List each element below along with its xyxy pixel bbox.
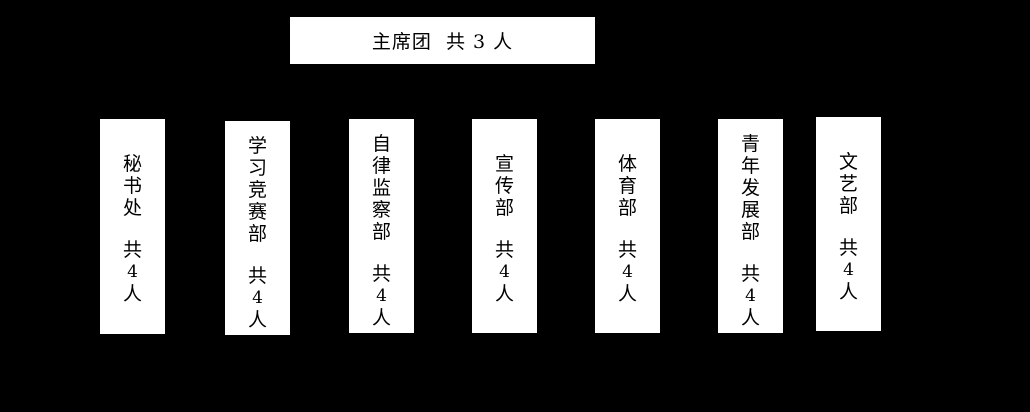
department-name-char: 部: [838, 195, 858, 217]
count-prefix: 共: [494, 239, 514, 261]
count-number: 4: [843, 260, 854, 280]
department-name: 自律监察部: [372, 133, 391, 243]
department-name: 青年发展部: [741, 133, 760, 243]
count-suffix: 人: [494, 283, 514, 305]
department-name-char: 发: [740, 177, 760, 199]
department-name-char: 年: [740, 155, 760, 177]
count-number: 4: [499, 262, 510, 282]
count-number: 4: [376, 286, 387, 306]
department-name-char: 部: [247, 223, 267, 245]
count-suffix: 人: [371, 307, 391, 329]
department-name-char: 青: [740, 133, 760, 155]
department-name-char: 秘: [122, 153, 142, 175]
department-name-char: 部: [740, 221, 760, 243]
count-suffix: 人: [740, 307, 760, 329]
department-name-char: 监: [371, 177, 391, 199]
count-prefix: 共: [122, 239, 142, 261]
department-name-char: 部: [617, 197, 637, 219]
department-name-char: 自: [371, 133, 391, 155]
department-name-char: 育: [617, 175, 637, 197]
count-suffix: 人: [838, 281, 858, 303]
presidium-box: 主席团 共 3 人: [290, 17, 595, 64]
department-name-char: 传: [494, 175, 514, 197]
department-name: 体育部: [618, 153, 637, 219]
department-name-char: 展: [740, 199, 760, 221]
department-name-char: 习: [247, 157, 267, 179]
count-prefix: 共: [371, 263, 391, 285]
department-name-char: 部: [371, 221, 391, 243]
count-suffix: 人: [122, 283, 142, 305]
department-name: 秘书处: [123, 153, 142, 219]
count-suffix: 人: [247, 309, 267, 331]
department-name-char: 律: [371, 155, 391, 177]
department-name-char: 书: [122, 175, 142, 197]
department-name-char: 学: [247, 135, 267, 157]
count-prefix: 共: [838, 237, 858, 259]
department-name-char: 艺: [838, 173, 858, 195]
department-name-char: 部: [494, 197, 514, 219]
department-name: 学习竞赛部: [248, 135, 267, 245]
count-number: 4: [745, 286, 756, 306]
department-name-char: 宣: [494, 153, 514, 175]
department-name-char: 体: [617, 153, 637, 175]
department-name-char: 文: [838, 151, 858, 173]
department-name-char: 竞: [247, 179, 267, 201]
count-number: 4: [252, 288, 263, 308]
count-prefix: 共: [617, 239, 637, 261]
department-name: 宣传部: [495, 153, 514, 219]
count-suffix: 人: [617, 283, 637, 305]
count-prefix: 共: [247, 265, 267, 287]
count-number: 4: [622, 262, 633, 282]
department-name-char: 赛: [247, 201, 267, 223]
presidium-label: 主席团 共 3 人: [371, 31, 514, 53]
count-prefix: 共: [740, 263, 760, 285]
department-name-char: 察: [371, 199, 391, 221]
department-name-char: 处: [122, 197, 142, 219]
department-name: 文艺部: [839, 151, 858, 217]
count-number: 4: [127, 262, 138, 282]
